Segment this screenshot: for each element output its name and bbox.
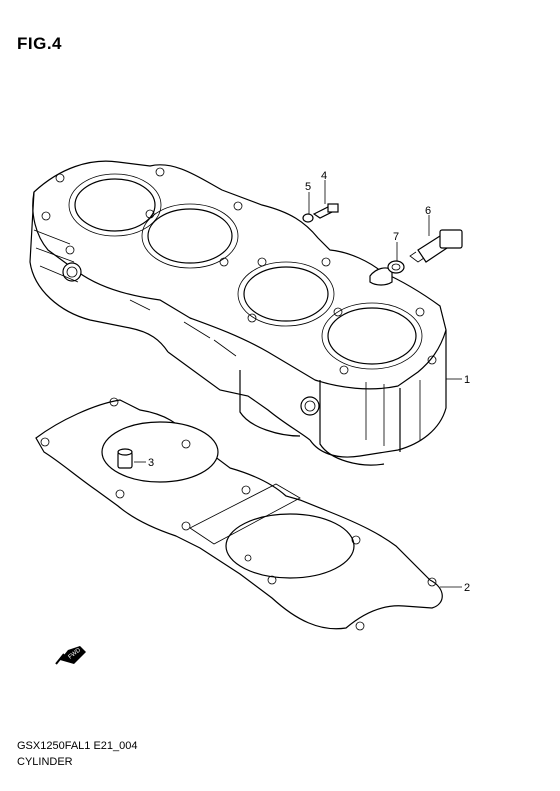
callout-6: 6: [425, 205, 431, 217]
gasket-washer-small: [302, 213, 314, 223]
callout-5: 5: [305, 181, 311, 193]
callout-2: 2: [464, 582, 470, 594]
callout-7: 7: [393, 231, 399, 243]
figure-title: FIG.4: [17, 34, 63, 53]
temp-sensor-small: [312, 203, 339, 219]
water-temp-sensor: [409, 229, 463, 263]
callout-4: 4: [321, 170, 327, 182]
callout-1: 1: [464, 374, 470, 386]
callout-3: 3: [148, 457, 154, 469]
forward-arrow-icon: FWD: [55, 646, 86, 665]
o-ring: [387, 260, 405, 274]
dowel-pin: [117, 448, 133, 469]
cylinder-gasket: [35, 397, 443, 631]
cylinder-block: [29, 160, 447, 466]
diagram-code: GSX1250FAL1 E21_004: [17, 740, 138, 752]
leader-lines: [134, 180, 462, 588]
diagram-name: CYLINDER: [17, 756, 73, 768]
